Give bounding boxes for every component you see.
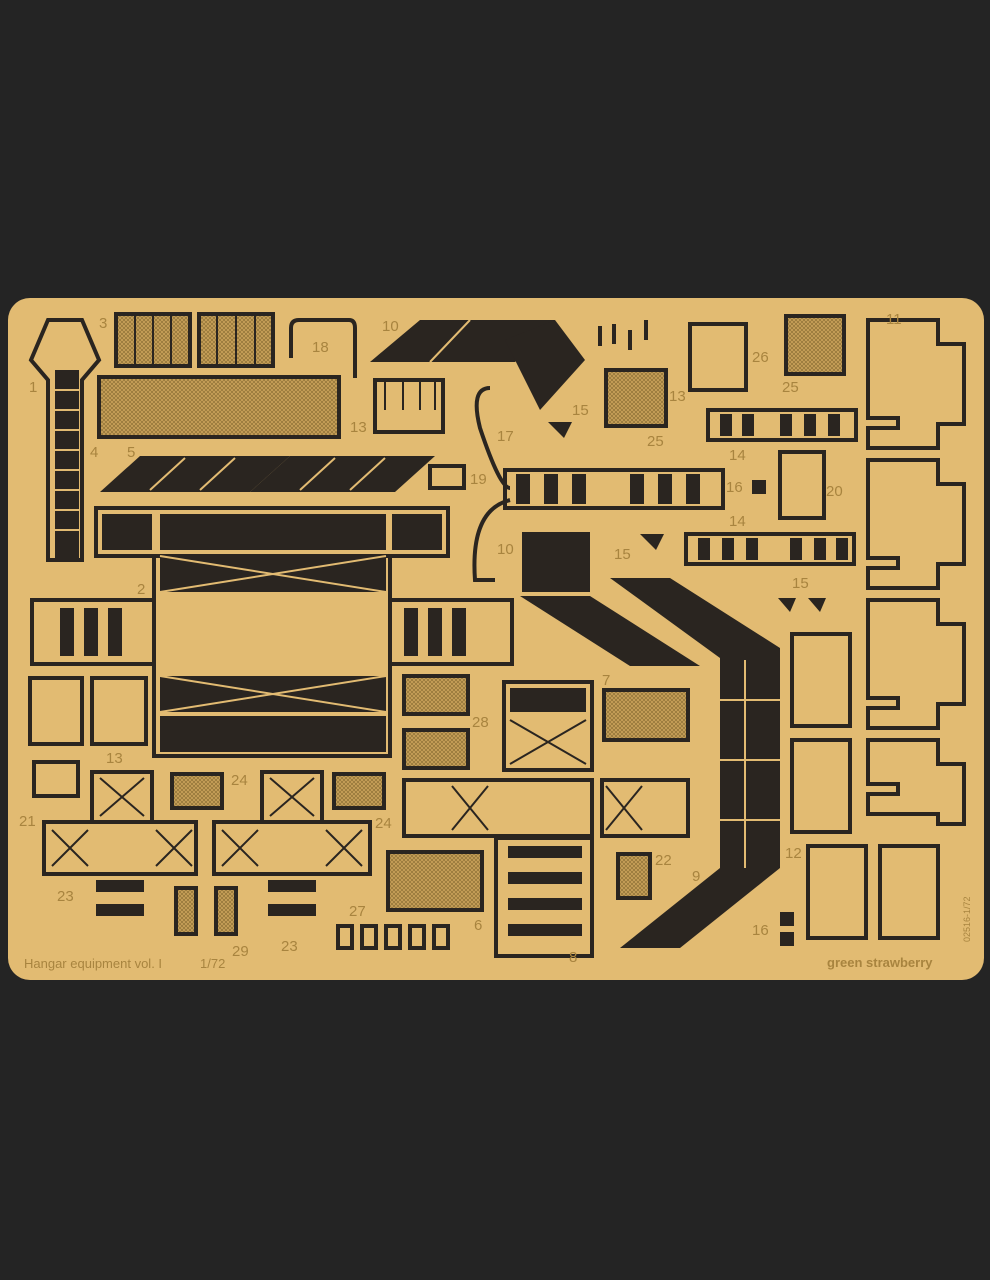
part-label: 6 [474, 917, 482, 934]
part-label: 29 [232, 943, 249, 960]
product-code: 02516-1/72 [962, 896, 972, 942]
part-label: 23 [57, 888, 74, 905]
part-label: 15 [614, 546, 631, 563]
part-label: 17 [497, 428, 514, 445]
etched-parts [28, 312, 966, 958]
part-label: 15 [792, 575, 809, 592]
part-label: 20 [826, 483, 843, 500]
part-label: 24 [231, 772, 248, 789]
part-label: 27 [349, 903, 366, 920]
part-23-right [212, 770, 372, 916]
part-label: 9 [692, 868, 700, 885]
part-label: 25 [647, 433, 664, 450]
part-label: 5 [127, 444, 135, 461]
part-label: 11 [886, 311, 902, 328]
brand-logo: green strawberry [827, 955, 933, 970]
part-label: 26 [752, 349, 769, 366]
part-label: 23 [281, 938, 298, 955]
part-label: 12 [785, 845, 802, 862]
part-label: 10 [497, 541, 514, 558]
part-label: 14 [729, 513, 746, 530]
part-label: 14 [729, 447, 746, 464]
part-label: 19 [470, 471, 487, 488]
part-label: 18 [312, 339, 329, 356]
part-label: 13 [669, 388, 686, 405]
part-label: 3 [99, 315, 107, 332]
part-label: 15 [572, 402, 589, 419]
part-label: 28 [472, 714, 489, 731]
part-label: 2 [137, 581, 145, 598]
part-label: 25 [782, 379, 799, 396]
part-11-clips [866, 318, 966, 826]
part-label: 4 [90, 444, 98, 461]
part-label: 10 [382, 318, 399, 335]
fret-title: Hangar equipment vol. I [24, 956, 162, 971]
part-label: 21 [19, 813, 36, 830]
part-23-left [42, 770, 198, 916]
part-label: 16 [726, 479, 743, 496]
part-label: 24 [375, 815, 392, 832]
part-label: 22 [655, 852, 672, 869]
part-label: 13 [350, 419, 367, 436]
fret-scale: 1/72 [200, 956, 225, 971]
part-label: 1 [29, 379, 37, 396]
part-label: 16 [752, 922, 769, 939]
part-label: 7 [602, 672, 610, 689]
part-label: 8 [569, 949, 577, 966]
part-label: 13 [106, 750, 123, 767]
